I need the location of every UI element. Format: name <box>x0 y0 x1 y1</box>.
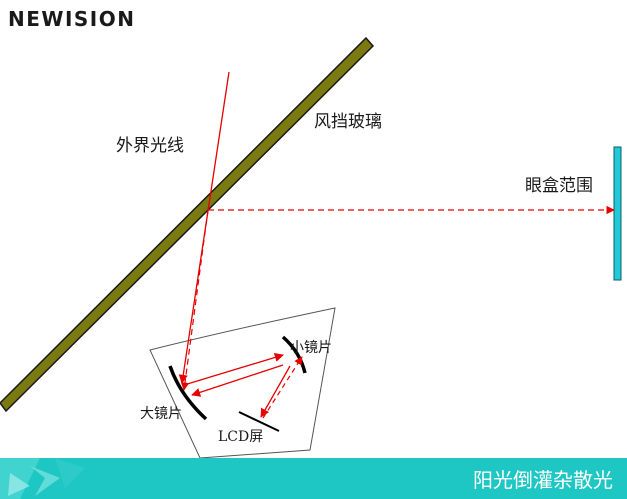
logo-wordmark: NEWISION <box>8 7 136 31</box>
label-eyebox: 眼盒范围 <box>525 176 593 196</box>
mirror-ray-2 <box>191 364 284 397</box>
label-large-mirror: 大镜片 <box>140 406 182 422</box>
large-mirror <box>168 365 208 421</box>
label-windshield: 风挡玻璃 <box>314 112 382 132</box>
lcd-screen <box>238 411 280 432</box>
virtual-return-ray <box>180 209 209 391</box>
mirror-ray-1 <box>183 353 284 386</box>
hud-housing <box>149 307 336 458</box>
hud-optics-diagram: 外界光线 风挡玻璃 眼盒范围 小镜片 大镜片 LCD屏 <box>0 36 622 458</box>
label-external-light: 外界光线 <box>116 136 184 156</box>
mirror-ray-3 <box>260 365 291 418</box>
footer-title: 阳光倒灌杂散光 <box>473 468 613 492</box>
external-light-ray <box>178 71 230 384</box>
footer-decoration <box>0 458 85 499</box>
eyebox-bar <box>613 146 622 281</box>
label-small-mirror: 小镜片 <box>290 340 332 356</box>
label-lcd-screen: LCD屏 <box>218 429 263 445</box>
mirror-ray-dashed <box>262 356 303 419</box>
brand-logo: NEWISION <box>8 7 173 34</box>
logo-text: NEWISION <box>8 8 136 30</box>
footer-bar: 阳光倒灌杂散光 <box>0 458 627 499</box>
windshield-glass <box>0 36 375 413</box>
small-mirror <box>281 335 307 374</box>
